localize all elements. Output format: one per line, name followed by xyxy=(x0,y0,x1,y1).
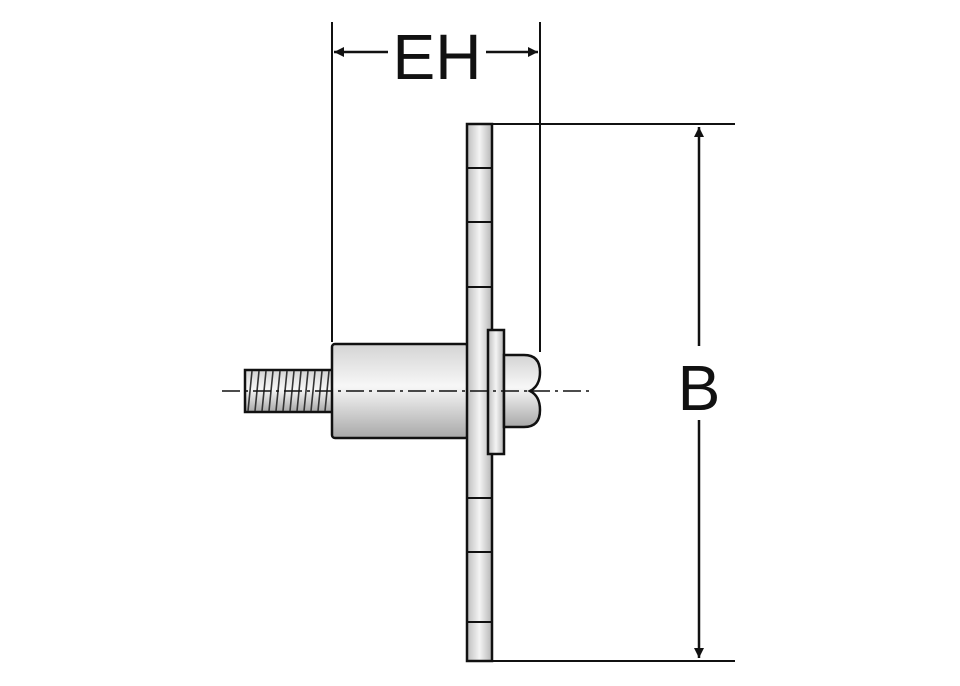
dimension-b: B xyxy=(492,123,735,662)
eh-label: EH xyxy=(393,21,482,93)
nut-cap xyxy=(502,353,542,429)
flange-washer xyxy=(486,328,506,456)
b-label: B xyxy=(678,352,721,424)
dimension-eh: EH xyxy=(331,21,541,352)
thread-lines xyxy=(247,370,330,412)
